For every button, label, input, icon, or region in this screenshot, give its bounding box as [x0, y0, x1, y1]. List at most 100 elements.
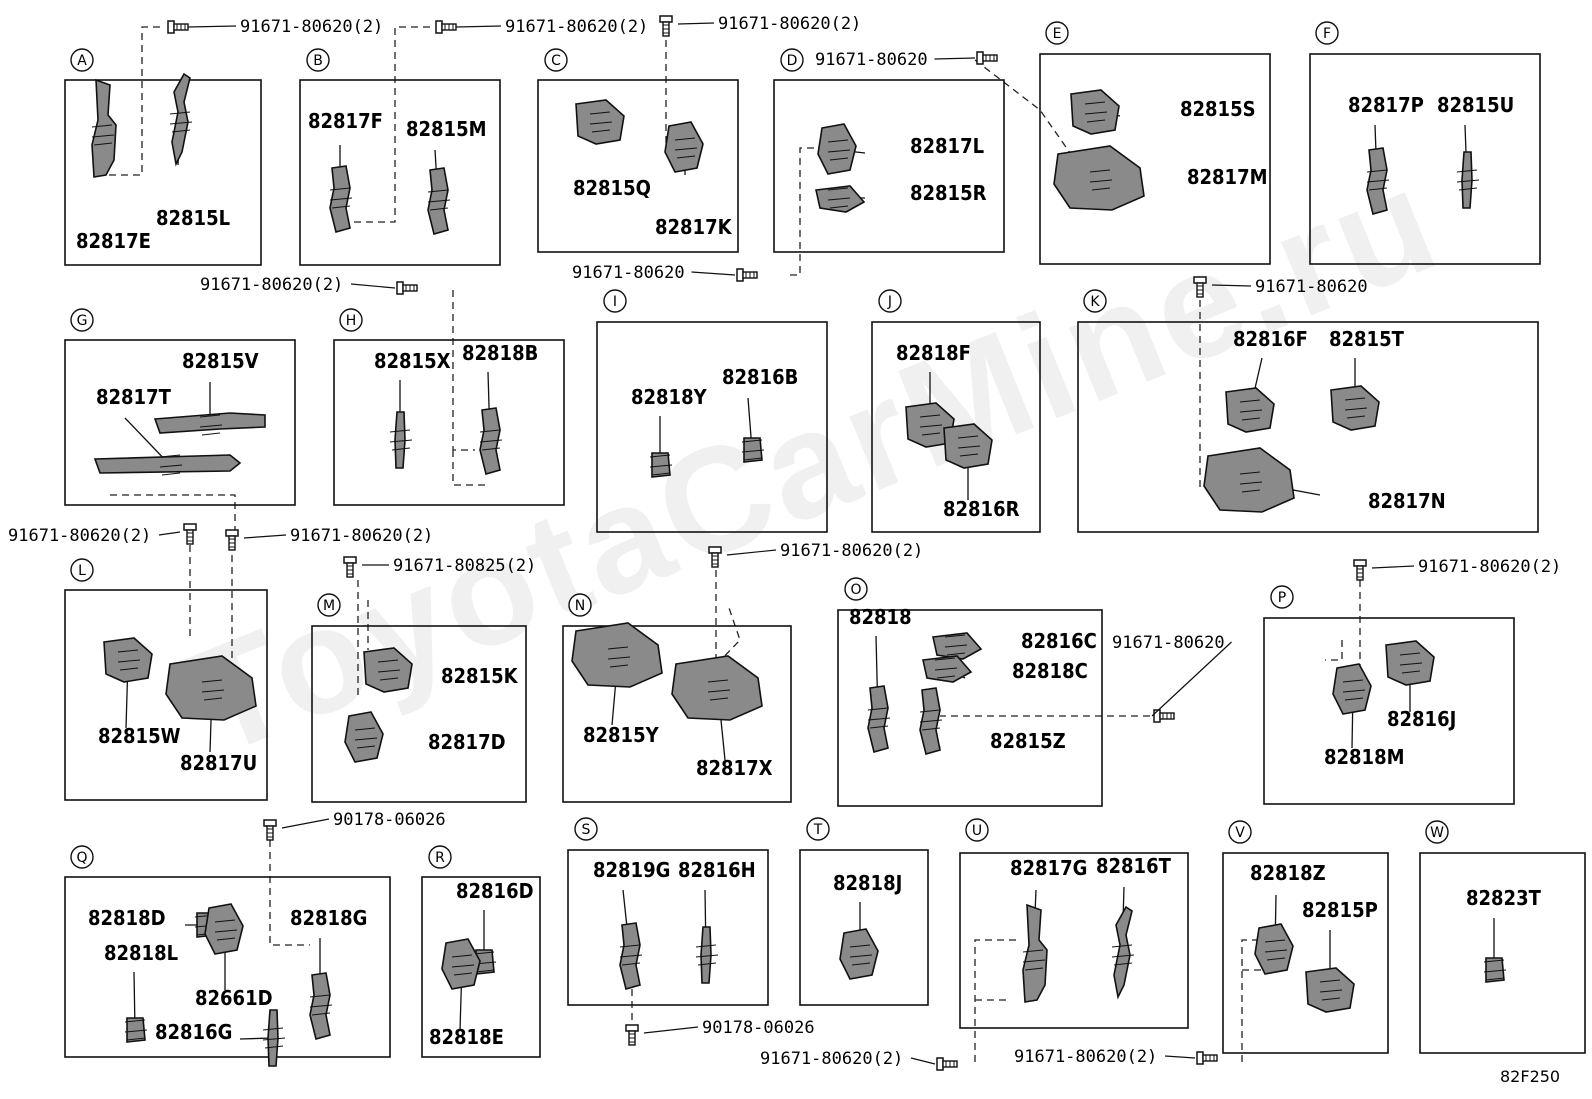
- part-number-label[interactable]: 82816H: [678, 858, 756, 882]
- part-illustration-82816G: [262, 1009, 286, 1067]
- fastener-part-number[interactable]: 91671-80620: [572, 263, 685, 283]
- part-number-label[interactable]: 82818C: [1012, 659, 1088, 683]
- fastener-part-number[interactable]: 91671-80620(2): [290, 526, 433, 546]
- part-number-label[interactable]: 82817G: [1010, 856, 1087, 880]
- part-number-label[interactable]: 82818M: [1324, 745, 1405, 769]
- part-illustration-82815K: [363, 647, 413, 693]
- part-number-label[interactable]: 82818E: [429, 1025, 504, 1049]
- part-illustration-82816D: [473, 949, 497, 975]
- part-illustration-82815W: [103, 637, 153, 683]
- part-number-label[interactable]: 82818G: [290, 906, 367, 930]
- fastener-part-number[interactable]: 91671-80620(2): [505, 17, 648, 37]
- part-number-label[interactable]: 82816G: [155, 1020, 232, 1044]
- part-number-label[interactable]: 82818B: [462, 341, 538, 365]
- part-number-label[interactable]: 82818Y: [631, 385, 708, 409]
- fastener-part-number[interactable]: 90178-06026: [702, 1018, 815, 1038]
- section-frame: [959, 852, 1189, 1029]
- part-number-label[interactable]: 82815R: [910, 181, 987, 205]
- part-number-label[interactable]: 82816C: [1021, 629, 1097, 653]
- part-illustration-82817G: [1022, 903, 1048, 1003]
- bolt-icon: [167, 20, 189, 34]
- part-number-label[interactable]: 82816B: [722, 365, 798, 389]
- section-marker-circle: [806, 817, 830, 841]
- section-frame: [311, 625, 527, 803]
- part-number-label[interactable]: 82817E: [76, 229, 151, 253]
- fastener-part-number[interactable]: 90178-06026: [333, 810, 446, 830]
- section-frame: [64, 589, 268, 801]
- part-number-label[interactable]: 82818D: [88, 906, 166, 930]
- part-illustration-82819G: [619, 922, 643, 990]
- fastener-part-number[interactable]: 91671-80620(2): [200, 275, 343, 295]
- part-number-label[interactable]: 82815X: [374, 349, 451, 373]
- section-frame: [837, 609, 1103, 807]
- part-number-label[interactable]: 82816J: [1387, 707, 1456, 731]
- fastener-part-number[interactable]: 91671-80620(2): [1014, 1047, 1157, 1067]
- fastener-part-number[interactable]: 91671-80620(2): [718, 14, 861, 34]
- part-number-label[interactable]: 82815U: [1437, 93, 1514, 117]
- fastener-leader: [158, 531, 181, 536]
- part-illustration-82816C: [932, 632, 983, 660]
- part-number-label[interactable]: 82818Z: [1250, 861, 1326, 885]
- part-number-label[interactable]: 82818L: [104, 941, 178, 965]
- part-illustration-82816R: [943, 423, 993, 469]
- part-number-label[interactable]: 82815K: [441, 664, 519, 688]
- section-frame: [64, 339, 296, 506]
- fastener-part-number[interactable]: 91671-80620(2): [1418, 557, 1561, 577]
- part-number-label[interactable]: 82817F: [308, 109, 383, 133]
- part-number-label[interactable]: 82815T: [1329, 327, 1405, 351]
- part-number-label[interactable]: 82818: [849, 605, 912, 629]
- part-number-label[interactable]: 82815L: [156, 206, 230, 230]
- part-number-label[interactable]: 82817U: [180, 751, 257, 775]
- part-number-label[interactable]: 82817M: [1187, 165, 1268, 189]
- part-number-label[interactable]: 82816T: [1096, 854, 1172, 878]
- section-frame: [562, 625, 792, 803]
- section-frame: [1039, 53, 1271, 265]
- part-number-label[interactable]: 82817T: [96, 385, 172, 409]
- section-letter: V: [1235, 825, 1245, 841]
- fastener-part-number[interactable]: 91671-80620: [1255, 277, 1368, 297]
- part-number-label[interactable]: 82815P: [1302, 898, 1378, 922]
- fastener-part-number[interactable]: 91671-80825(2): [393, 556, 536, 576]
- part-number-label[interactable]: 82816R: [943, 497, 1020, 521]
- fastener-part-number[interactable]: 91671-80620(2): [760, 1049, 903, 1069]
- part-number-label[interactable]: 82815Q: [573, 176, 651, 200]
- fastener-leader: [243, 534, 287, 539]
- fastener-part-number[interactable]: 91671-80620(2): [240, 17, 383, 37]
- part-number-label[interactable]: 82815W: [98, 724, 181, 748]
- part-number-label[interactable]: 82818F: [896, 341, 971, 365]
- part-number-label[interactable]: 82815Z: [990, 729, 1066, 753]
- fastener-part-number[interactable]: 91671-80620: [815, 50, 928, 70]
- part-number-label[interactable]: 82817P: [1348, 93, 1424, 117]
- part-number-label[interactable]: 82661D: [195, 986, 273, 1010]
- part-number-label[interactable]: 82817K: [655, 215, 733, 239]
- section-marker-circle: [544, 48, 568, 72]
- part-illustration-82817D: [344, 711, 384, 763]
- part-number-label[interactable]: 82817D: [428, 730, 506, 754]
- part-illustration-82817K: [664, 121, 704, 173]
- part-number-label[interactable]: 82815S: [1180, 97, 1256, 121]
- bolt-icon: [183, 523, 197, 545]
- section-letter: G: [77, 313, 88, 329]
- part-number-label[interactable]: 82818J: [833, 871, 902, 895]
- section-letter: O: [850, 582, 861, 598]
- part-number-label[interactable]: 82819G: [593, 858, 670, 882]
- part-number-label[interactable]: 82815Y: [583, 723, 660, 747]
- dashed-route: [108, 26, 160, 176]
- part-number-label[interactable]: 82817X: [696, 756, 773, 780]
- part-number-label[interactable]: 82815V: [182, 349, 259, 373]
- part-number-label[interactable]: 82817L: [910, 134, 984, 158]
- section-frame: [799, 849, 929, 1006]
- part-illustration-82815P: [1305, 967, 1355, 1013]
- fastener-part-number[interactable]: 91671-80620: [1112, 633, 1225, 653]
- part-number-label[interactable]: 82823T: [1466, 886, 1542, 910]
- part-number-label[interactable]: 82817N: [1368, 489, 1446, 513]
- diagram-code: 82F250: [1500, 1067, 1560, 1086]
- part-number-label[interactable]: 82816F: [1233, 327, 1308, 351]
- fastener-part-number[interactable]: 91671-80620(2): [780, 541, 923, 561]
- fastener-part-number[interactable]: 91671-80620(2): [8, 526, 151, 546]
- part-number-label[interactable]: 82816D: [456, 879, 534, 903]
- part-number-label[interactable]: 82815M: [406, 117, 487, 141]
